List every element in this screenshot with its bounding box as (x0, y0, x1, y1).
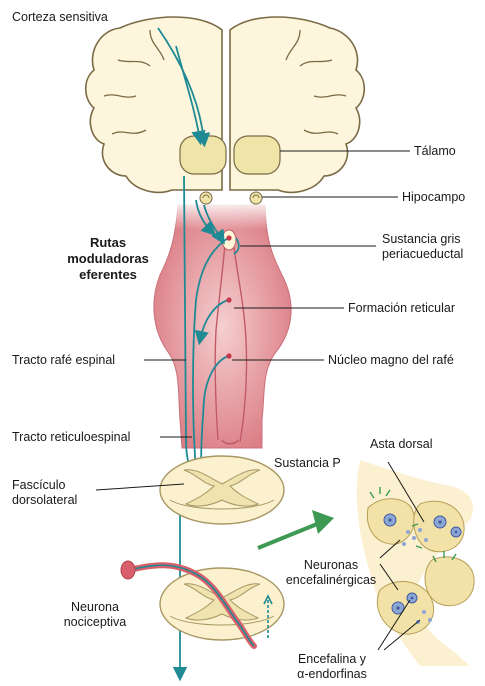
label-tracto-reticuloespinal: Tracto reticuloespinal (12, 430, 130, 445)
zoom-arrow (258, 510, 334, 548)
label-rutas-moduladoras: Rutas moduladoras eferentes (64, 235, 152, 283)
label-encefalina-endorfinas: Encefalina y α-endorfinas (282, 652, 382, 682)
label-encefalina-line1: Encefalina y (282, 652, 382, 667)
label-neurona-line2: nociceptiva (50, 615, 140, 630)
label-sustancia-gris-line1: Sustancia gris (382, 232, 463, 247)
label-fasciculo-dorsolateral: Fascículo dorsolateral (12, 478, 77, 508)
label-fasciculo-line1: Fascículo (12, 478, 77, 493)
label-encefalina-line2: α-endorfinas (282, 667, 382, 682)
label-fasciculo-line2: dorsolateral (12, 493, 77, 508)
label-neuronas-encefalinergicas: Neuronas encefalinérgicas (276, 558, 386, 588)
label-formacion-reticular: Formación reticular (348, 301, 455, 316)
brainstem (154, 200, 291, 448)
label-asta-dorsal: Asta dorsal (370, 437, 433, 452)
label-nucleo-magno: Núcleo magno del rafé (328, 353, 454, 368)
label-sustancia-gris-line2: periacueductal (382, 247, 463, 262)
label-corteza-sensitiva: Corteza sensitiva (12, 10, 108, 25)
label-neuronas-line2: encefalinérgicas (276, 573, 386, 588)
label-neurona-line1: Neurona (50, 600, 140, 615)
spinal-cord-upper (160, 456, 284, 524)
label-neurona-nociceptiva: Neurona nociceptiva (50, 600, 140, 630)
label-tracto-rafe-espinal: Tracto rafé espinal (12, 353, 115, 368)
label-sustancia-p: Sustancia P (274, 456, 341, 471)
label-rutas-line2: moduladoras (64, 251, 152, 267)
label-sustancia-gris: Sustancia gris periacueductal (382, 232, 463, 262)
label-hipocampo: Hipocampo (402, 190, 465, 205)
label-rutas-line1: Rutas (64, 235, 152, 251)
label-neuronas-line1: Neuronas (276, 558, 386, 573)
label-rutas-line3: eferentes (64, 267, 152, 283)
label-talamo: Tálamo (414, 144, 456, 159)
